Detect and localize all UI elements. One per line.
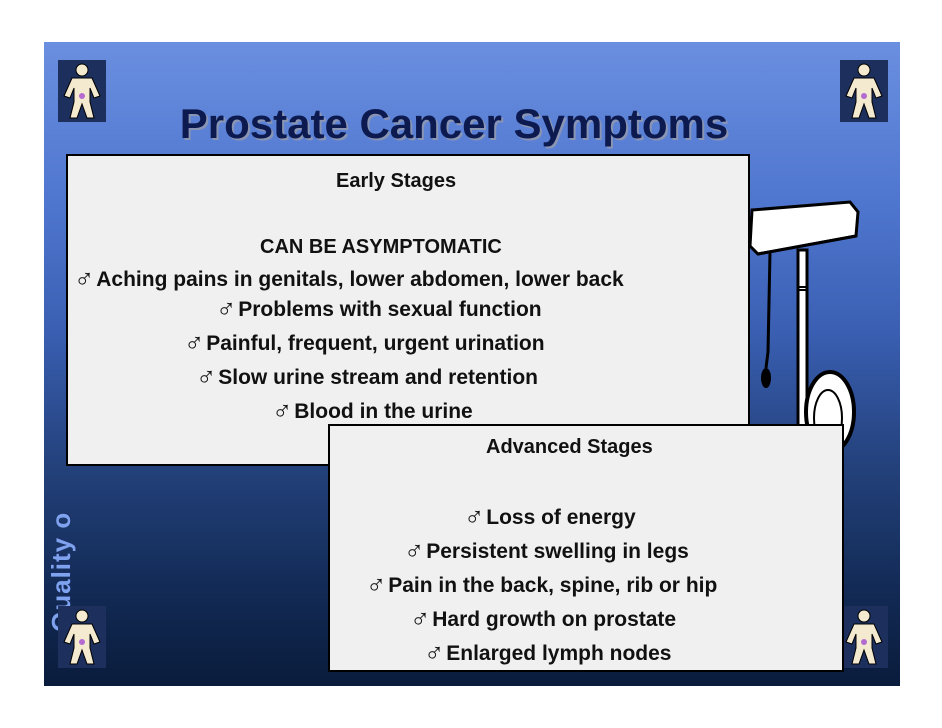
male-symbol-icon: ♂ bbox=[404, 536, 425, 566]
list-item: ♂Hard growth on prostate bbox=[410, 604, 676, 635]
list-item: ♂Painful, frequent, urgent urination bbox=[184, 328, 545, 359]
advanced-stages-box: Advanced Stages ♂Loss of energy ♂Persist… bbox=[328, 424, 844, 672]
asymptomatic-subheading: CAN BE ASYMPTOMATIC bbox=[260, 236, 502, 258]
male-symbol-icon: ♂ bbox=[366, 570, 387, 600]
human-figure-icon bbox=[840, 606, 888, 668]
male-symbol-icon: ♂ bbox=[464, 502, 485, 532]
list-item: ♂Loss of energy bbox=[464, 502, 636, 533]
male-symbol-icon: ♂ bbox=[184, 328, 205, 358]
male-symbol-icon: ♂ bbox=[216, 294, 237, 324]
list-item-text: Hard growth on prostate bbox=[432, 608, 677, 631]
list-item-text: Painful, frequent, urgent urination bbox=[206, 332, 545, 355]
list-item-text: Pain in the back, spine, rib or hip bbox=[388, 574, 718, 597]
list-item-text: Blood in the urine bbox=[294, 400, 473, 423]
list-item-text: Slow urine stream and retention bbox=[218, 366, 538, 389]
list-item-text: Problems with sexual function bbox=[238, 298, 542, 321]
male-symbol-icon: ♂ bbox=[74, 264, 95, 294]
human-figure-icon bbox=[58, 60, 106, 122]
advanced-stages-heading: Advanced Stages bbox=[486, 436, 653, 458]
male-symbol-icon: ♂ bbox=[196, 362, 217, 392]
list-item: ♂Aching pains in genitals, lower abdomen… bbox=[74, 264, 624, 295]
male-symbol-icon: ♂ bbox=[424, 638, 445, 668]
list-item: ♂Persistent swelling in legs bbox=[404, 536, 689, 567]
early-stages-heading: Early Stages bbox=[336, 170, 457, 192]
slide-title: Prostate Cancer Symptoms bbox=[44, 100, 900, 148]
list-item: ♂Slow urine stream and retention bbox=[196, 362, 538, 393]
list-item: ♂Enlarged lymph nodes bbox=[424, 638, 671, 669]
list-item-text: Aching pains in genitals, lower abdomen,… bbox=[96, 268, 624, 291]
early-stages-box: Early Stages CAN BE ASYMPTOMATIC ♂Aching… bbox=[66, 154, 750, 466]
human-figure-icon bbox=[840, 60, 888, 122]
list-item: ♂Problems with sexual function bbox=[216, 294, 542, 325]
slide-title-text: Prostate Cancer Symptoms bbox=[179, 100, 729, 147]
male-symbol-icon: ♂ bbox=[272, 396, 293, 426]
list-item-text: Persistent swelling in legs bbox=[426, 540, 689, 563]
slide: Quality o Prostate Cancer Symptoms bbox=[44, 42, 900, 686]
list-item: ♂Blood in the urine bbox=[272, 396, 473, 427]
list-item: ♂Pain in the back, spine, rib or hip bbox=[366, 570, 717, 601]
list-item-text: Loss of energy bbox=[486, 506, 636, 529]
male-symbol-icon: ♂ bbox=[410, 604, 431, 634]
human-figure-icon bbox=[58, 606, 106, 668]
list-item-text: Enlarged lymph nodes bbox=[446, 642, 672, 665]
